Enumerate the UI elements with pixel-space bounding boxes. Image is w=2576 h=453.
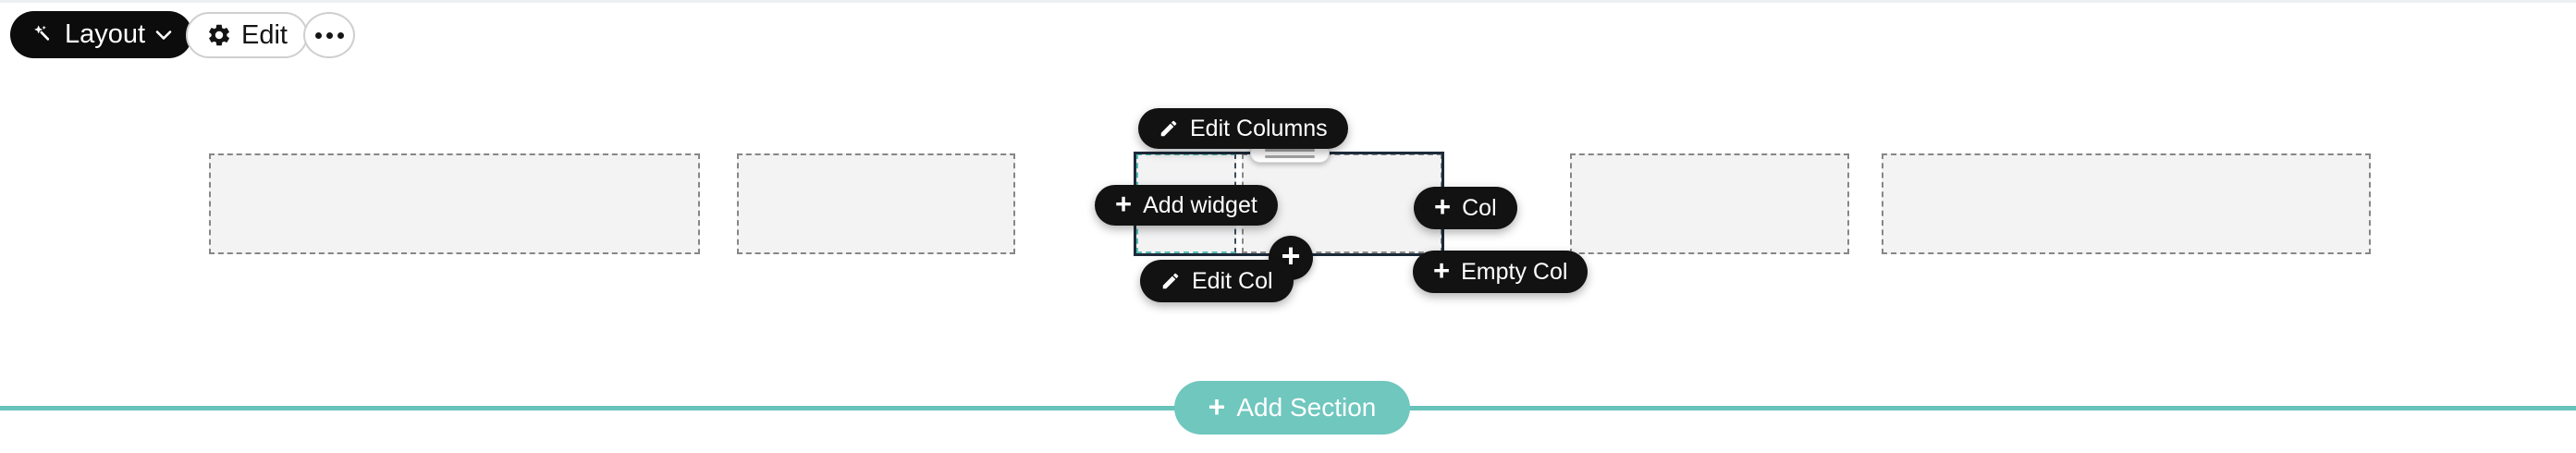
magic-wand-icon	[34, 24, 50, 41]
edit-col-label: Edit Col	[1192, 267, 1273, 294]
gear-icon	[209, 24, 229, 46]
add-empty-col-button[interactable]: + Empty Col	[1413, 251, 1589, 293]
column-placeholder[interactable]	[209, 153, 700, 254]
more-options-button[interactable]	[303, 12, 355, 58]
column-placeholder[interactable]	[737, 153, 1015, 254]
edit-columns-button[interactable]: Edit Columns	[1138, 108, 1348, 149]
layout-button-label: Layout	[65, 19, 146, 49]
pencil-icon	[1160, 120, 1177, 137]
layout-button[interactable]: Layout	[10, 11, 193, 58]
add-section-button[interactable]: + Add Section	[1174, 381, 1410, 435]
column-placeholder[interactable]	[1882, 153, 2371, 254]
add-col-label: Col	[1462, 194, 1497, 221]
plus-icon: +	[1208, 389, 1226, 423]
edit-col-button[interactable]: Edit Col	[1140, 260, 1294, 302]
chevron-down-icon	[155, 30, 172, 40]
edit-columns-label: Edit Columns	[1190, 115, 1328, 141]
pencil-icon	[1162, 273, 1179, 289]
column-placeholder[interactable]	[1570, 153, 1849, 254]
drag-handle-line	[1265, 154, 1315, 158]
top-divider	[0, 0, 2576, 3]
plus-icon: +	[1115, 188, 1133, 220]
empty-col-label: Empty Col	[1461, 258, 1568, 285]
add-widget-label: Add widget	[1143, 191, 1257, 218]
edit-button-label: Edit	[241, 19, 288, 50]
plus-icon: +	[1434, 190, 1452, 223]
add-col-button[interactable]: + Col	[1414, 187, 1517, 229]
add-section-label: Add Section	[1236, 393, 1377, 422]
ellipsis-icon	[314, 31, 322, 39]
plus-icon: +	[1433, 254, 1451, 287]
drag-handle-line	[1265, 148, 1315, 152]
edit-button[interactable]: Edit	[186, 12, 308, 58]
add-widget-button[interactable]: + Add widget	[1095, 185, 1278, 226]
